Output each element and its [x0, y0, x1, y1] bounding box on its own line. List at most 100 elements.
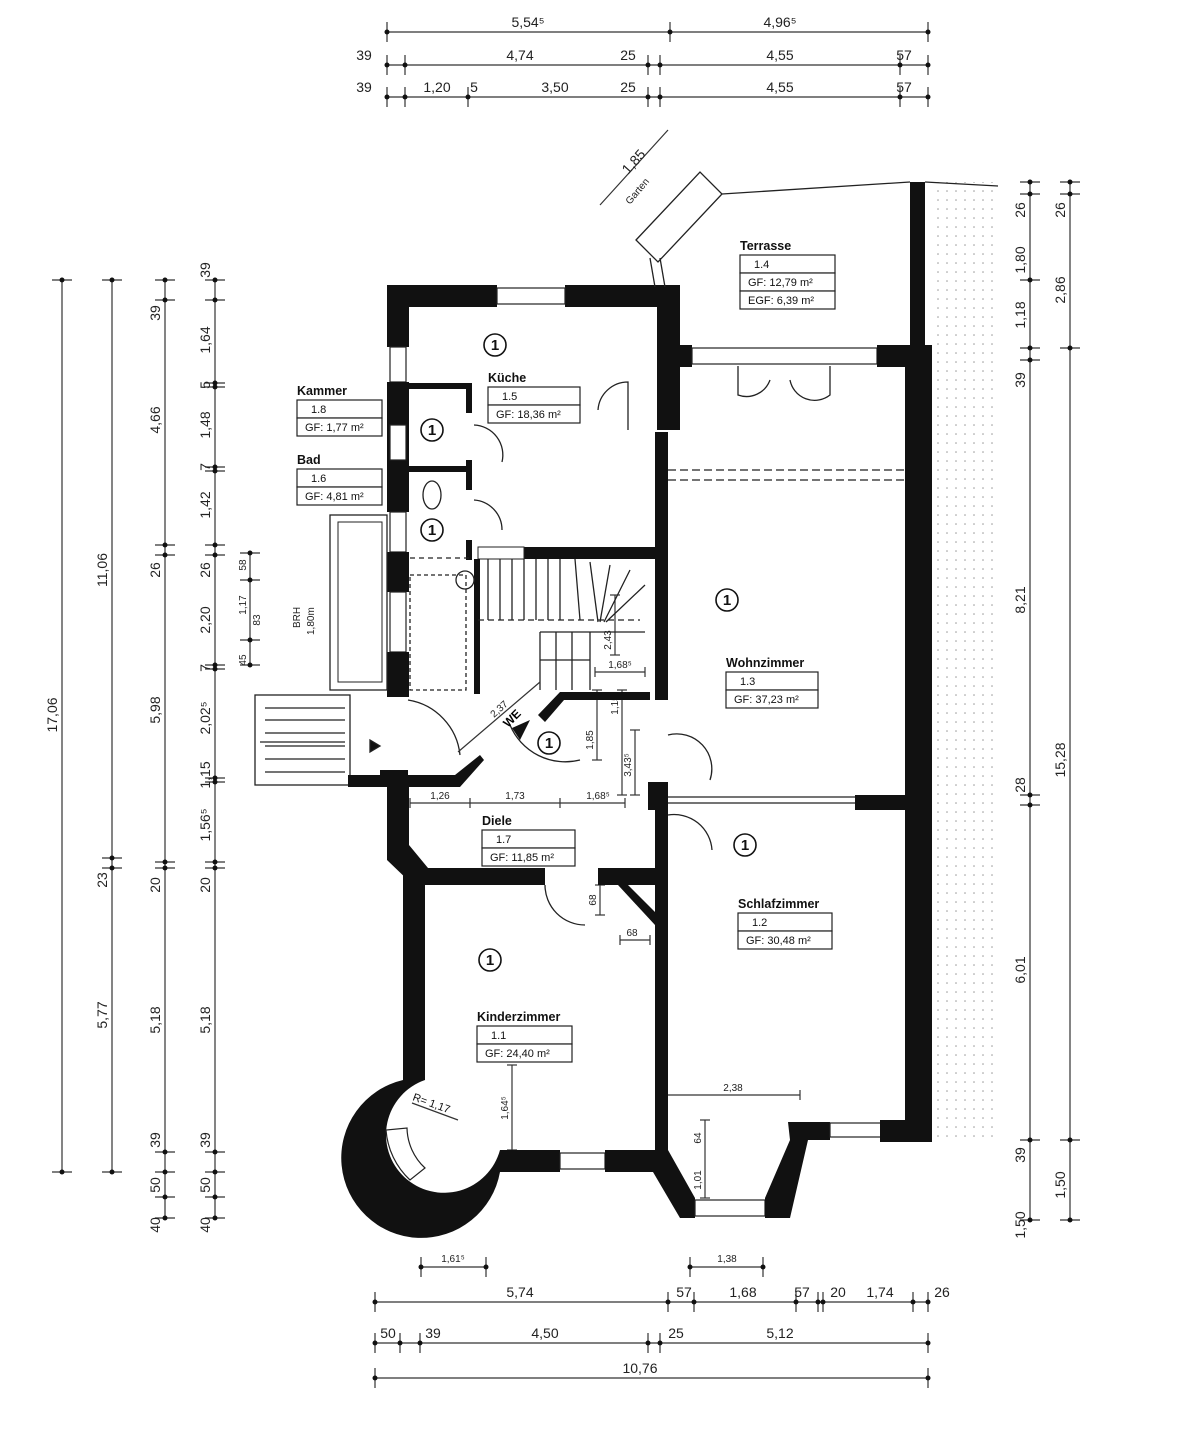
- dimension-label: 1,20: [423, 79, 450, 95]
- interior-dimension-label: 2,43: [603, 630, 614, 650]
- dimension-label: 1,17: [238, 595, 249, 615]
- garden-label: Garten: [624, 176, 652, 206]
- terrace-gravel-area: [924, 181, 999, 1140]
- dimension-label: 10,76: [622, 1360, 657, 1376]
- dimension-label: 39: [147, 1132, 163, 1148]
- dimension-label: 50: [147, 1177, 163, 1193]
- dimension-label: 28: [1012, 777, 1028, 793]
- room-marker-number: 1: [741, 837, 749, 854]
- interior-dimension-label: 1,26: [430, 791, 450, 802]
- dimension-label: 39: [197, 1132, 213, 1148]
- room-number: 1.8: [311, 404, 326, 416]
- dimension-label: 39: [1012, 372, 1028, 388]
- dimension-label: 3,50: [541, 79, 568, 95]
- dimension-label: 4,96⁵: [763, 14, 796, 30]
- dimension-label: 57: [794, 1284, 810, 1300]
- dimension-label: 1,80: [1012, 246, 1028, 273]
- room-number: 1.4: [754, 259, 769, 271]
- dimension-label: 25: [668, 1325, 684, 1341]
- dimension-label: 5: [197, 381, 213, 389]
- dimension-label: 2,02⁵: [197, 701, 213, 734]
- dimension-label: 40: [147, 1217, 163, 1233]
- dimension-label: 25: [620, 47, 636, 63]
- interior-dimension-label: 68: [588, 894, 599, 906]
- dimension-label: 25: [620, 79, 636, 95]
- room-marker: 1: [483, 333, 507, 357]
- dimension-label: 1,64: [197, 326, 213, 353]
- dimension-label: 26: [1052, 202, 1068, 218]
- dimension-label: 26: [934, 1284, 950, 1300]
- dimension-label: 1,50: [1012, 1211, 1028, 1238]
- interior-dimension-label: 1,15: [610, 695, 621, 715]
- dimension-label: 4,55: [766, 79, 793, 95]
- room-name: Diele: [482, 814, 512, 828]
- dimension-label: 39: [356, 47, 372, 63]
- room-area: GF: 37,23 m²: [734, 694, 799, 706]
- garden-dimension-label: 1,85: [618, 146, 648, 177]
- dimension-label: 5,98: [147, 696, 163, 723]
- room-area: GF: 18,36 m²: [496, 409, 561, 421]
- interior-dimension-label: 1,85: [585, 730, 596, 750]
- dimension-label: 39: [197, 262, 213, 278]
- room-markers: 1 1 1 1 1 1 1: [420, 333, 757, 972]
- room-number: 1.1: [491, 1030, 506, 1042]
- dimension-label: 5,74: [506, 1284, 533, 1300]
- dimension-label: 1,15: [197, 761, 213, 788]
- dimension-label: 1,18: [1012, 301, 1028, 328]
- dimension-label: 11,06: [94, 553, 110, 587]
- dimension-label: 5,12: [766, 1325, 793, 1341]
- room-marker: 1: [537, 731, 561, 755]
- dimension-label: 83: [252, 614, 263, 626]
- dimension-label: 4,55: [766, 47, 793, 63]
- room-marker-number: 1: [486, 952, 494, 969]
- interior-dimension-label: 68: [626, 928, 638, 939]
- room-area: GF: 30,48 m²: [746, 935, 811, 947]
- room-marker-number: 1: [491, 337, 499, 354]
- interior-dimension-label: 1,68⁵: [586, 791, 610, 802]
- dimension-label: 20: [830, 1284, 846, 1300]
- dimension-label: 5,18: [147, 1006, 163, 1033]
- dimension-label: 7: [197, 463, 213, 471]
- dimension-label: 7: [197, 664, 213, 672]
- dimension-label: 50: [197, 1177, 213, 1193]
- radius-label: R= 1,17: [411, 1092, 452, 1117]
- dimension-label: 20: [147, 877, 163, 893]
- walls: [254, 171, 932, 1238]
- room-marker-number: 1: [428, 422, 436, 439]
- dimension-label: 5,54⁵: [511, 14, 544, 30]
- room-number: 1.6: [311, 473, 326, 485]
- interior-dimension-label: 1,73: [505, 791, 525, 802]
- dimension-label: 4,66: [147, 406, 163, 433]
- dimension-label: 5: [470, 79, 478, 95]
- dimension-label: 4,74: [506, 47, 533, 63]
- room-number: 1.2: [752, 917, 767, 929]
- dimension-label: 39: [425, 1325, 441, 1341]
- dimension-label: 39: [356, 79, 372, 95]
- interior-dimension-label: 64: [693, 1132, 704, 1144]
- room-name: Bad: [297, 453, 321, 467]
- dimension-label: 40: [197, 1217, 213, 1233]
- dimension-label: 4,50: [531, 1325, 558, 1341]
- room-marker-number: 1: [723, 592, 731, 609]
- dimension-label: 1,50: [1052, 1171, 1068, 1198]
- dimension-label: 26: [1012, 202, 1028, 218]
- dimension-label: 26: [197, 562, 213, 578]
- room-marker: 1: [715, 588, 739, 612]
- dimension-label: 15,28: [1052, 742, 1068, 777]
- dimension-label: 1,48: [197, 411, 213, 438]
- dimension-label: 39: [1012, 1147, 1028, 1163]
- dimension-label: 2,20: [197, 606, 213, 633]
- dimension-label: 1,56⁵: [197, 808, 213, 841]
- room-marker-number: 1: [428, 522, 436, 539]
- room-extra: EGF: 6,39 m²: [748, 295, 814, 307]
